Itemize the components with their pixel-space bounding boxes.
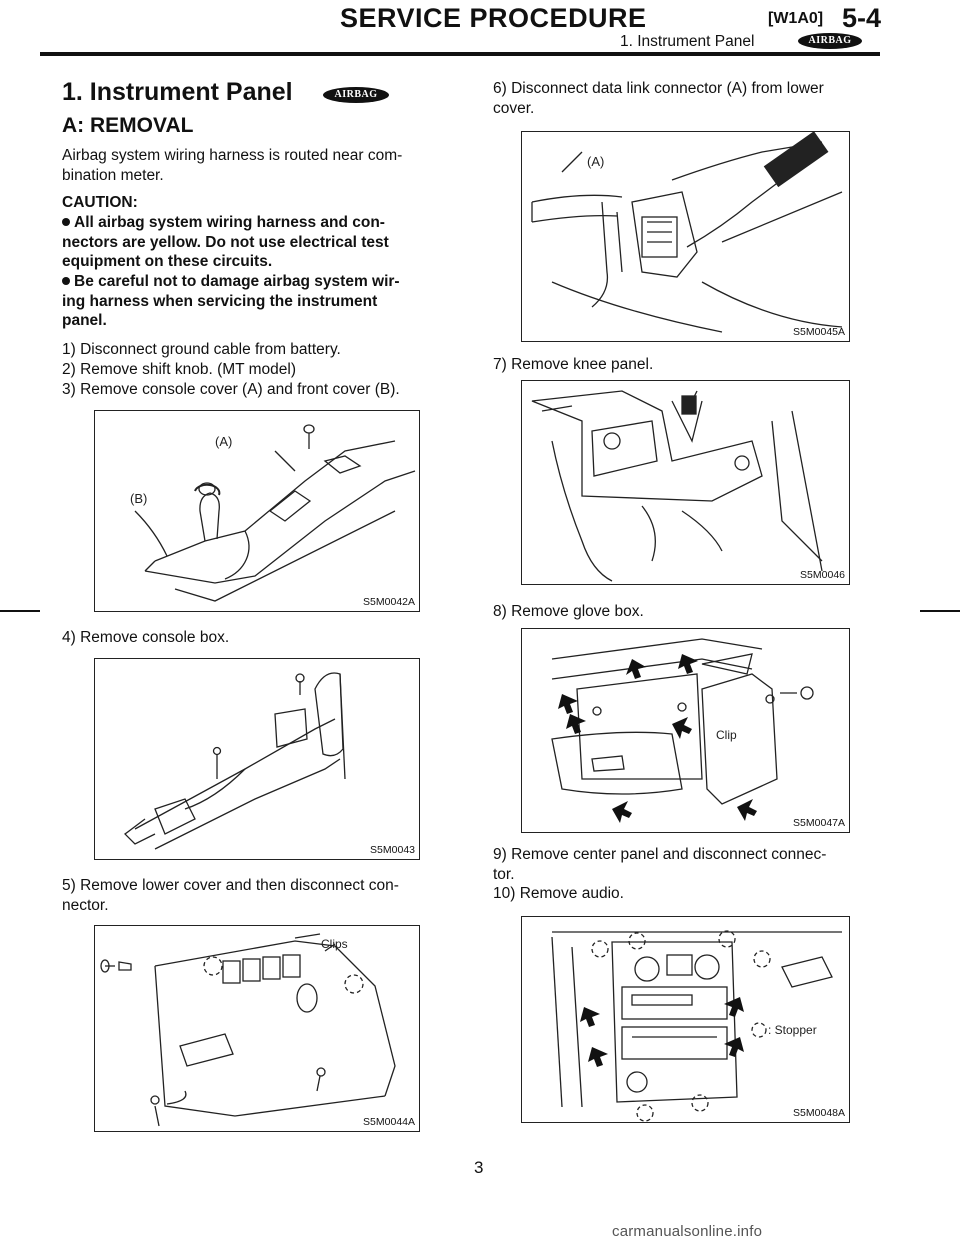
- console-cover-illustration: (A) (B): [130, 424, 416, 602]
- lower-cover-illustration: Clips: [100, 933, 396, 1127]
- figure-caption: S5M0047A: [793, 817, 845, 829]
- figure-caption: S5M0046: [800, 569, 845, 581]
- arrow-icons: [580, 997, 744, 1067]
- label-a: (A): [215, 434, 232, 449]
- figure-audio: : Stopper S5M0048A: [521, 916, 850, 1123]
- label-stopper: : Stopper: [768, 1023, 817, 1037]
- figure-caption: S5M0043: [370, 844, 415, 856]
- console-box-illustration: [124, 672, 346, 850]
- header-code: [W1A0]: [768, 10, 824, 27]
- right-margin-mark: [920, 610, 960, 612]
- caution-item-2: Be careful not to damage airbag system w…: [62, 273, 400, 329]
- figure-glove-box: Clip S5M0047A: [521, 628, 850, 833]
- page-heading: 1. Instrument Panel: [62, 78, 293, 106]
- header-section-number: 5-4: [842, 3, 882, 33]
- figure-console-box: S5M0043: [94, 658, 420, 860]
- step-4: 4) Remove console box.: [62, 629, 230, 646]
- step-3: 3) Remove console cover (A) and front co…: [62, 381, 400, 398]
- step-7: 7) Remove knee panel.: [493, 356, 654, 373]
- figure-caption: S5M0044A: [363, 1116, 415, 1128]
- intro-paragraph: Airbag system wiring harness is routed n…: [62, 147, 403, 184]
- bullet-icon: [62, 218, 70, 226]
- step-1: 1) Disconnect ground cable from battery.: [62, 341, 341, 358]
- step-10: 10) Remove audio.: [493, 885, 624, 902]
- label-a: (A): [587, 154, 604, 169]
- page-number: 3: [474, 1158, 484, 1177]
- step-9: 9) Remove center panel and disconnect co…: [493, 846, 827, 883]
- label-clip: Clip: [716, 728, 737, 742]
- figure-console-cover: (A) (B) S5M0042A: [94, 410, 420, 612]
- bullet-icon: [62, 277, 70, 285]
- arrow-icons: [558, 654, 757, 823]
- caution-item-1: All airbag system wiring harness and con…: [62, 214, 389, 270]
- knee-panel-illustration: [531, 390, 823, 582]
- figure-lower-cover: Clips S5M0044A: [94, 925, 420, 1132]
- step-5: 5) Remove lower cover and then disconnec…: [62, 877, 399, 914]
- glove-box-illustration: Clip: [551, 638, 814, 823]
- watermark-link[interactable]: carmanualsonline.info: [612, 1223, 763, 1240]
- figure-caption: S5M0042A: [363, 596, 415, 608]
- step-2: 2) Remove shift knob. (MT model): [62, 361, 297, 378]
- heading-airbag-badge: AIRBAG: [323, 87, 389, 103]
- data-link-connector-illustration: (A): [531, 132, 843, 333]
- caution-label: CAUTION:: [62, 194, 138, 211]
- step-6: 6) Disconnect data link connector (A) fr…: [493, 80, 824, 117]
- left-margin-mark: [0, 610, 40, 612]
- figure-data-link-connector: (A) S5M0045A: [521, 131, 850, 342]
- header-airbag-badge: AIRBAG: [798, 33, 862, 49]
- label-b: (B): [130, 491, 147, 506]
- section-subheading: A: REMOVAL: [62, 114, 194, 137]
- figure-caption: S5M0048A: [793, 1107, 845, 1119]
- figure-knee-panel: S5M0046: [521, 380, 850, 585]
- label-clips: Clips: [321, 937, 348, 951]
- step-8: 8) Remove glove box.: [493, 603, 644, 620]
- figure-caption: S5M0045A: [793, 326, 845, 338]
- header-title: SERVICE PROCEDURE: [340, 3, 647, 33]
- header-subtitle: 1. Instrument Panel: [620, 33, 755, 50]
- audio-illustration: : Stopper: [551, 930, 842, 1122]
- header-rule: [40, 52, 880, 56]
